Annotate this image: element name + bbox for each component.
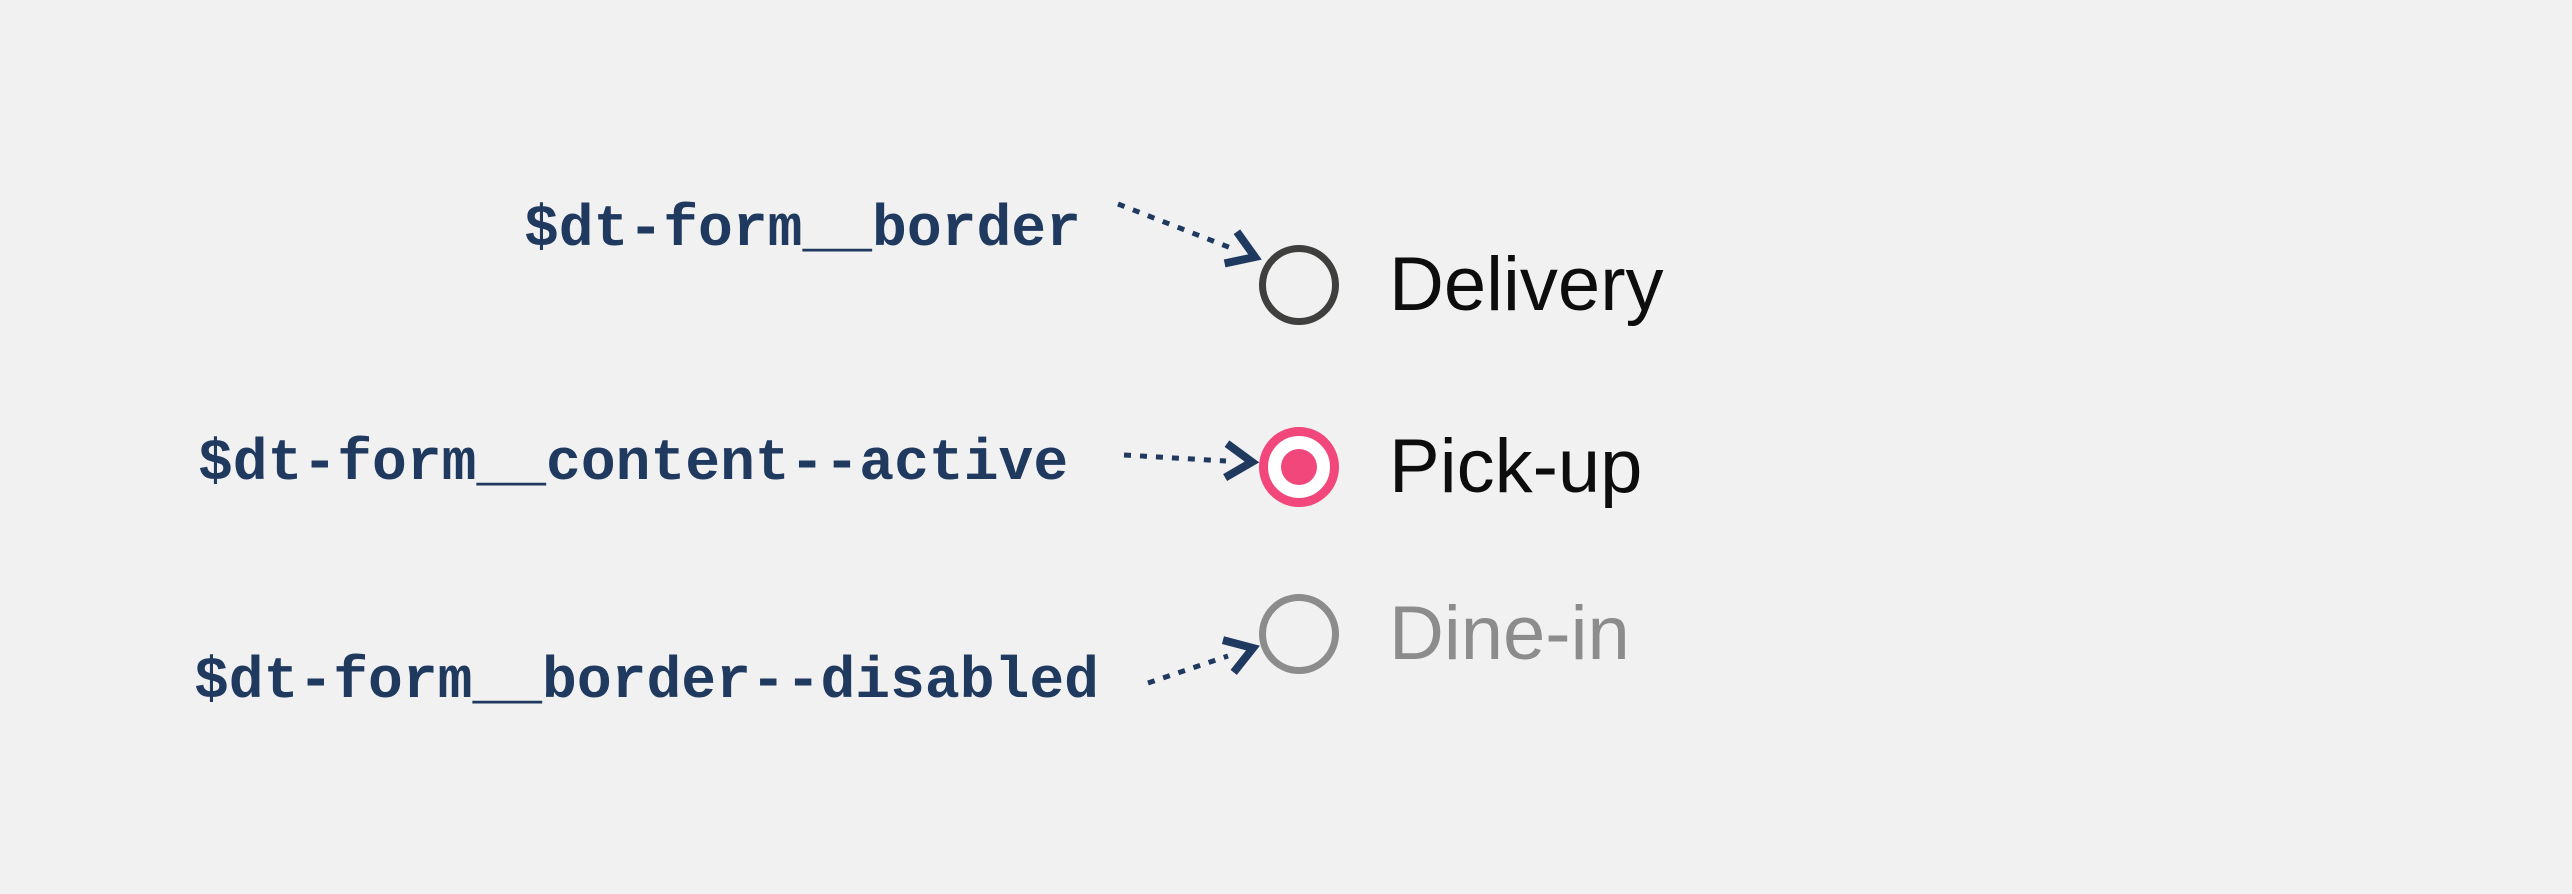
annotation-arrow-to-delivery	[1117, 201, 1262, 268]
annotation-arrow-to-dinein	[1147, 636, 1260, 686]
radio-dot	[1281, 449, 1317, 485]
arrow-shaft	[1117, 201, 1232, 251]
radio-option-delivery: Delivery	[1259, 245, 1664, 325]
radio-option-dinein: Dine-in	[1259, 594, 1630, 674]
arrowhead-icon	[1223, 229, 1262, 268]
radio-button-delivery[interactable]	[1259, 245, 1339, 325]
token-label-content-active: $dt-form__content--active	[198, 432, 1069, 497]
radio-option-pickup: Pick-up	[1259, 427, 1642, 507]
radio-label-pickup[interactable]: Pick-up	[1389, 424, 1643, 509]
annotation-arrow-to-pickup	[1123, 440, 1260, 482]
arrowhead-icon	[1223, 440, 1260, 482]
radio-button-pickup[interactable]	[1259, 427, 1339, 507]
arrowhead-icon	[1221, 636, 1260, 675]
token-label-border: $dt-form__border	[524, 198, 1081, 263]
arrow-shaft	[1147, 653, 1229, 686]
arrow-shaft	[1123, 452, 1227, 464]
radio-button-dinein	[1259, 594, 1339, 674]
radio-label-delivery[interactable]: Delivery	[1389, 242, 1664, 327]
token-label-border-disabled: $dt-form__border--disabled	[194, 650, 1099, 715]
radio-label-dinein: Dine-in	[1389, 591, 1630, 676]
